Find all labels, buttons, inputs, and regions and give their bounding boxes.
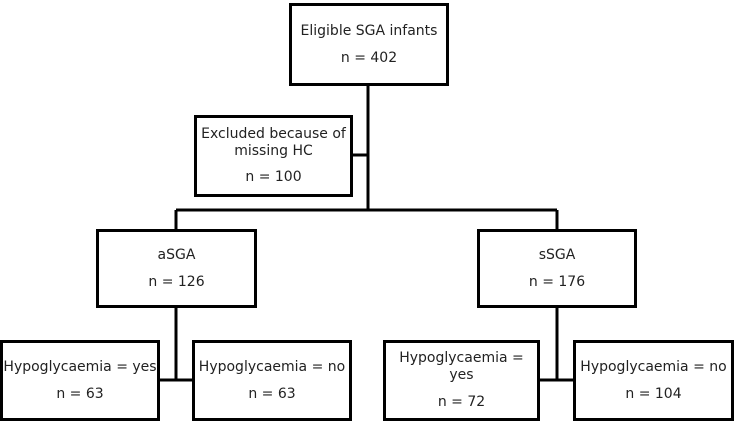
- ssga-hypo-yes-count: n = 72: [437, 393, 486, 410]
- asga-label: aSGA: [157, 246, 196, 263]
- eligible-label: Eligible SGA infants: [300, 22, 438, 39]
- excluded-label-line2: missing HC: [234, 142, 313, 159]
- asga-box: aSGA n = 126: [96, 229, 257, 308]
- ssga-box: sSGA n = 176: [477, 229, 637, 308]
- ssga-count: n = 176: [528, 273, 586, 290]
- excluded-count: n = 100: [245, 169, 302, 186]
- asga-hypo-no-box: Hypoglycaemia = no n = 63: [192, 340, 352, 421]
- ssga-hypo-no-label: Hypoglycaemia = no: [580, 358, 727, 375]
- asga-hypo-yes-box: Hypoglycaemia = yes n = 63: [0, 340, 160, 421]
- ssga-hypo-yes-box: Hypoglycaemia = yes n = 72: [383, 340, 540, 421]
- asga-hypo-no-count: n = 63: [248, 385, 296, 402]
- excluded-box: Excluded because of missing HC n = 100: [194, 115, 353, 197]
- excluded-label-line1: Excluded because of: [201, 125, 346, 142]
- ssga-label: sSGA: [538, 246, 576, 263]
- eligible-box: Eligible SGA infants n = 402: [289, 3, 449, 86]
- asga-count: n = 126: [148, 273, 205, 290]
- eligible-count: n = 402: [340, 49, 398, 66]
- asga-hypo-no-label: Hypoglycaemia = no: [198, 358, 346, 375]
- ssga-hypo-yes-label: Hypoglycaemia = yes: [399, 350, 524, 384]
- ssga-hypo-no-box: Hypoglycaemia = no n = 104: [573, 340, 734, 421]
- ssga-hypo-no-count: n = 104: [625, 385, 682, 402]
- asga-hypo-yes-count: n = 63: [56, 385, 104, 402]
- asga-hypo-yes-label: Hypoglycaemia = yes: [3, 358, 157, 375]
